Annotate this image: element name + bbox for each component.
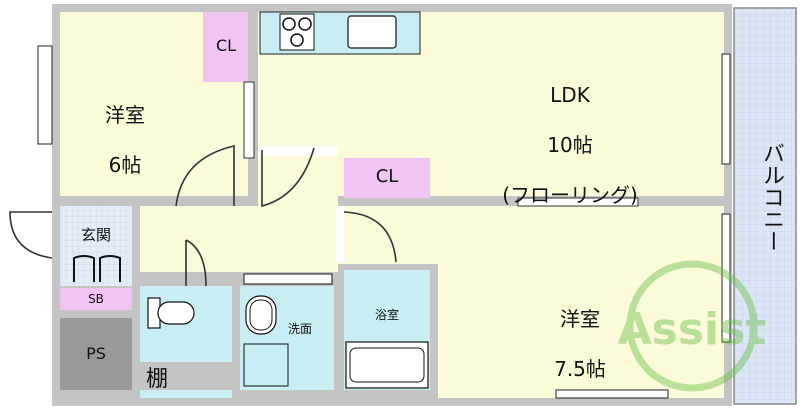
ldk-hall-opening xyxy=(336,206,344,262)
washroom-shelf xyxy=(243,273,333,285)
closet-2-area xyxy=(344,158,430,198)
shelf-area xyxy=(140,362,232,390)
bathroom-label: 浴室 xyxy=(374,308,399,322)
hallway-floor xyxy=(140,206,338,272)
sliding-door-2 xyxy=(517,197,639,207)
ldk-size: 10帖 xyxy=(547,133,593,157)
sliding-door-1 xyxy=(243,81,255,159)
western-room-1-label: 洋室 6帖 xyxy=(80,78,170,203)
western-room-2-name: 洋室 xyxy=(560,307,600,331)
washbasin-icon xyxy=(245,295,277,335)
western-room-1-size: 6帖 xyxy=(108,153,142,177)
balcony-label: バルコニー xyxy=(759,142,784,252)
balcony-grid xyxy=(734,8,796,404)
hall-door-opening xyxy=(258,146,338,156)
ldk-name: LDK xyxy=(550,83,590,107)
toilet-icon xyxy=(147,297,195,329)
hallway-upper-floor xyxy=(258,150,338,206)
sink-icon xyxy=(347,15,397,49)
assist-logo-watermark: Assist xyxy=(618,260,767,392)
door-swings xyxy=(9,144,397,287)
pipe-space-area xyxy=(60,318,132,390)
western-room-2-size: 7.5帖 xyxy=(554,357,606,381)
pipe-space-label: PS xyxy=(86,344,106,363)
western-room-2-label: 洋室 7.5帖 xyxy=(530,282,630,407)
closet-1-label: CL xyxy=(215,36,237,55)
stove-icon xyxy=(279,13,315,51)
entrance-tiles xyxy=(60,206,132,286)
ldk-floor-type: (フローリング) xyxy=(502,183,638,207)
bathtub-icon xyxy=(345,341,429,389)
closet-2-label: CL xyxy=(375,166,399,187)
entrance-label: 玄関 xyxy=(80,226,111,244)
western-room-1-name: 洋室 xyxy=(105,103,145,127)
western-room-2-floor xyxy=(438,206,724,398)
entrance-door-shape xyxy=(73,255,121,282)
ldk-label: LDK 10帖 (フローリング) xyxy=(460,58,680,233)
shelf-label: 棚 xyxy=(146,367,169,392)
watermark-text: Assist xyxy=(618,304,767,355)
washing-machine-space xyxy=(243,343,289,387)
windows xyxy=(37,45,731,399)
washroom-label: 洗面 xyxy=(287,322,312,336)
shoe-box-area xyxy=(60,288,132,310)
closet-1-area xyxy=(203,12,248,82)
shoe-box-label: SB xyxy=(88,292,104,306)
